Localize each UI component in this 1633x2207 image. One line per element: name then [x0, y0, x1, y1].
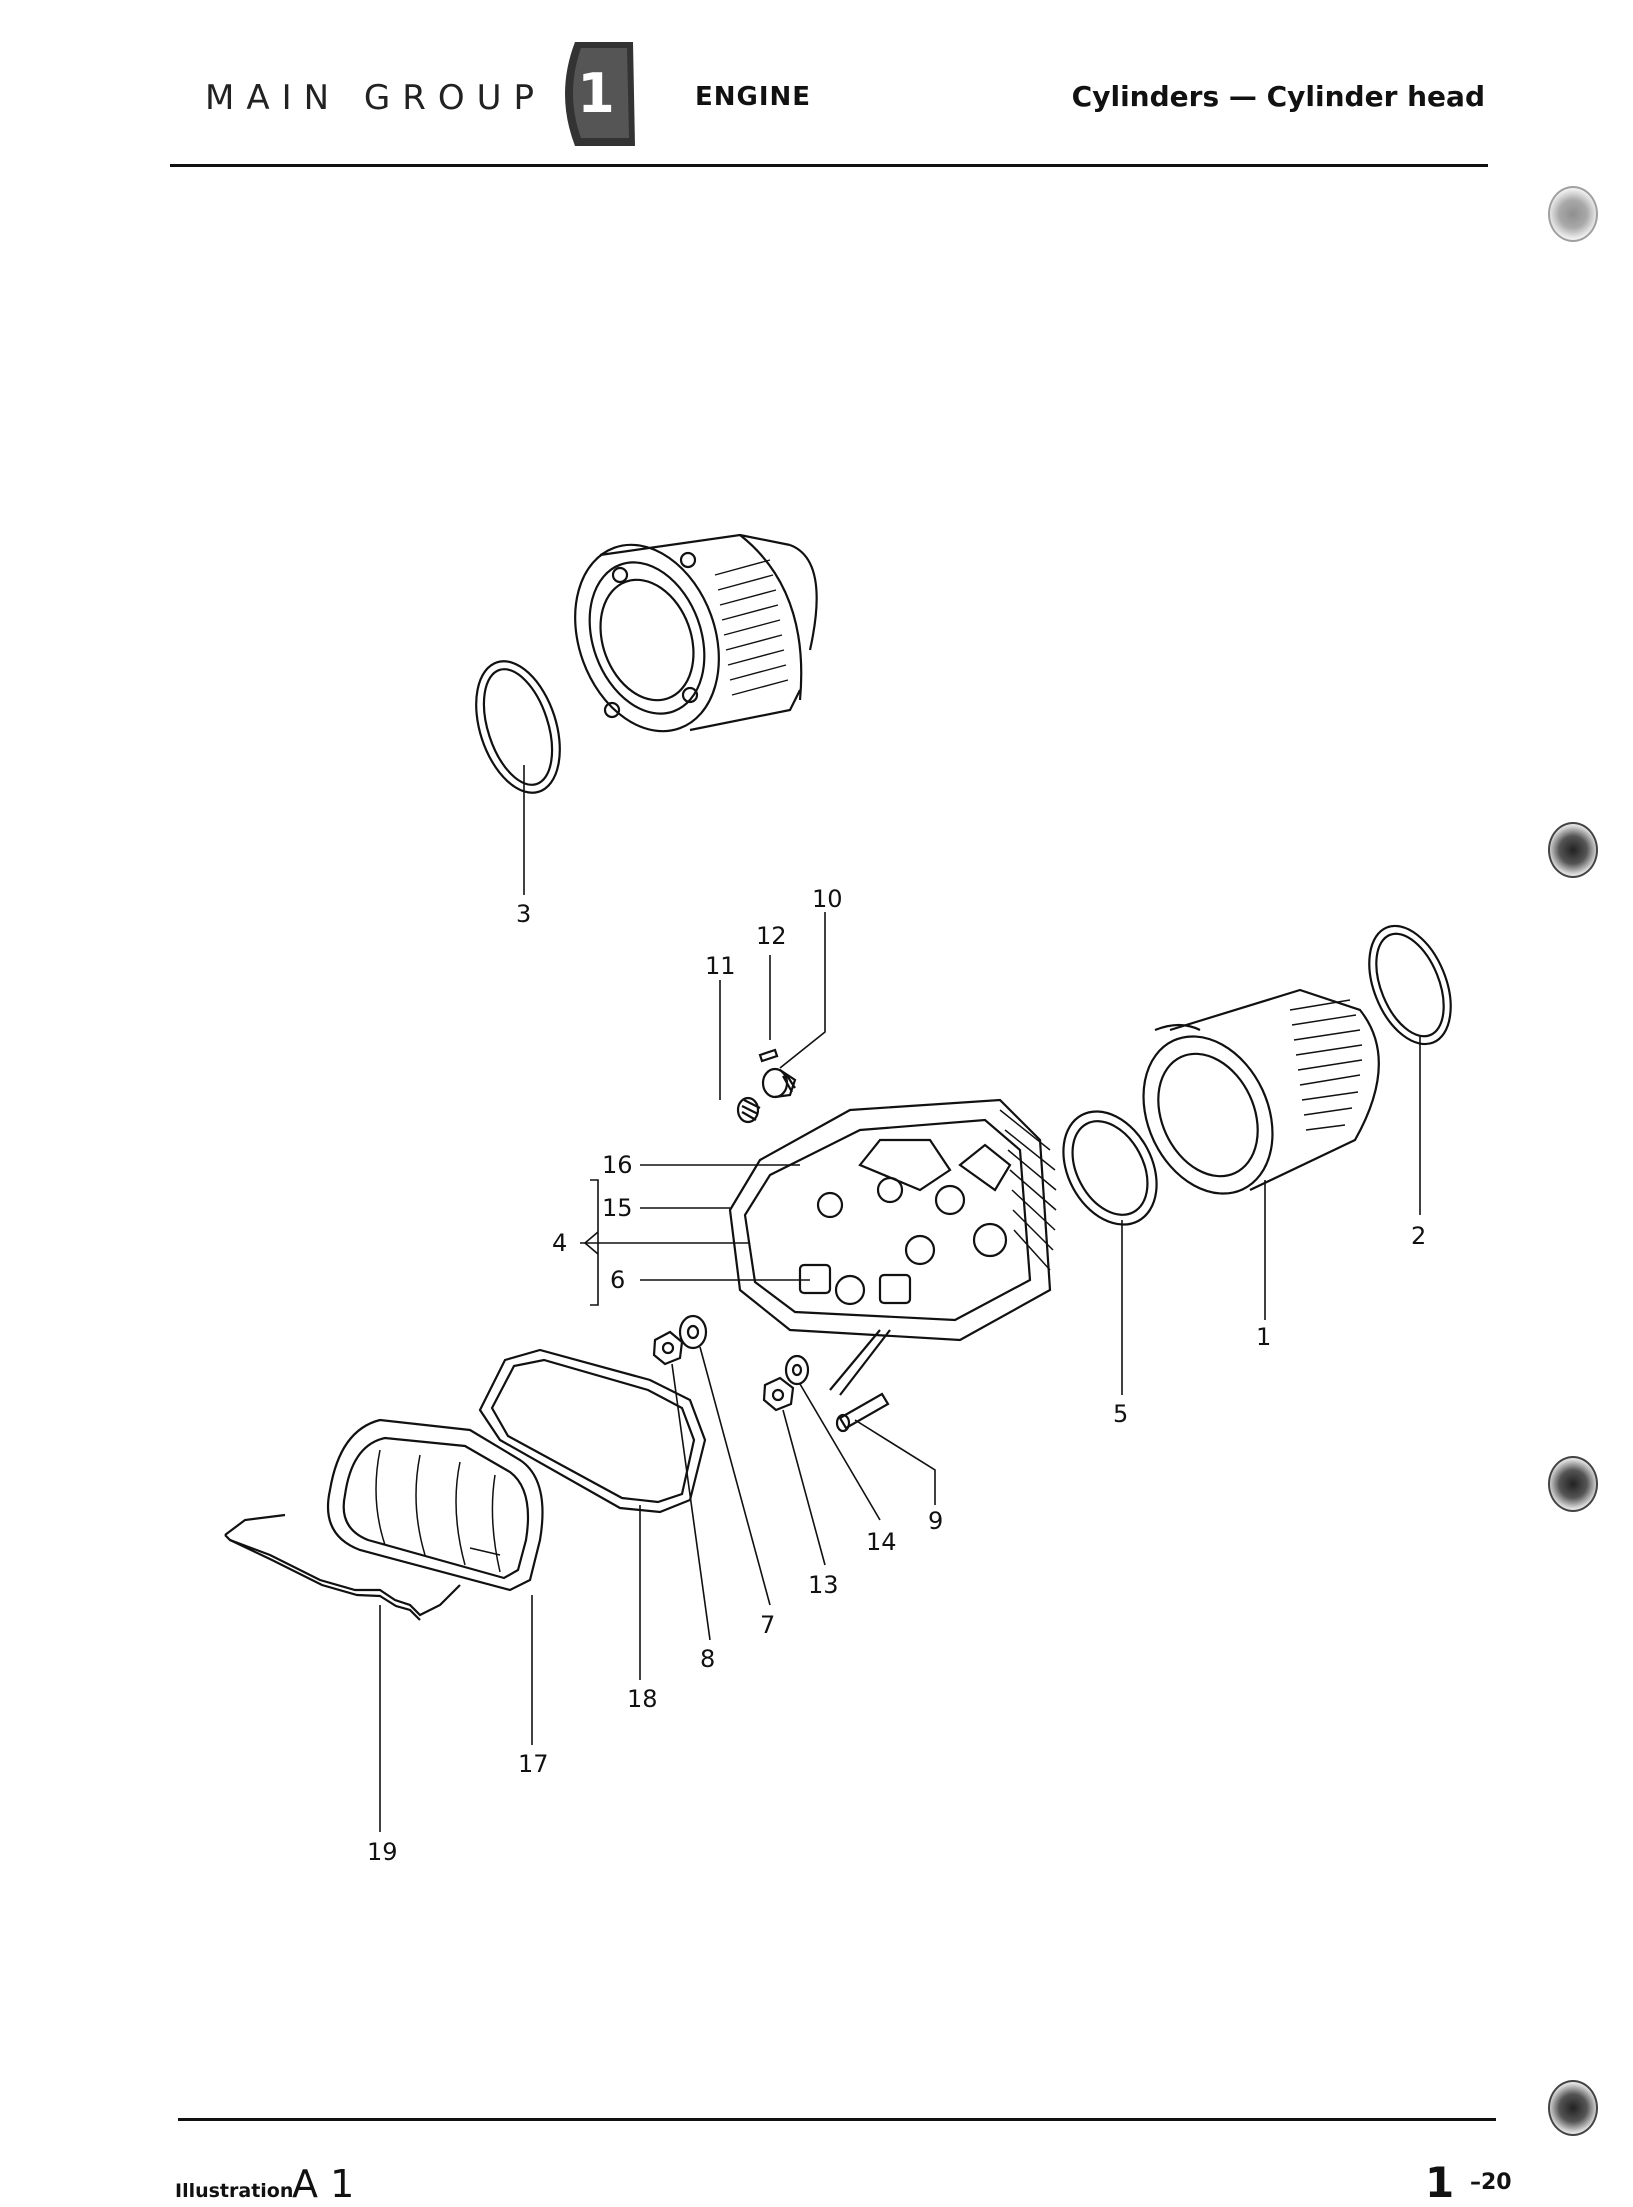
footer-rule	[178, 2118, 1496, 2121]
callout-5: 5	[1113, 1400, 1129, 1428]
washer-7	[678, 1314, 708, 1350]
illustration-code: A 1	[292, 2162, 355, 2206]
callout-19: 19	[367, 1838, 398, 1866]
callout-4: 4	[552, 1229, 568, 1257]
callout-3: 3	[516, 900, 532, 928]
pin-12	[758, 1048, 779, 1063]
callout-7: 7	[760, 1611, 776, 1639]
callout-18: 18	[627, 1685, 658, 1713]
page-number-suffix: –20	[1470, 2170, 1512, 2195]
callout-12: 12	[756, 922, 787, 950]
callout-1: 1	[1256, 1323, 1272, 1351]
nut-13	[762, 1376, 795, 1412]
illustration-label: Illustration	[175, 2180, 294, 2202]
gasket-18	[478, 1348, 707, 1514]
seal-ring-2	[1368, 924, 1452, 1046]
callout-8: 8	[700, 1645, 716, 1673]
fitting-10	[761, 1067, 797, 1099]
cylinder-1	[1142, 988, 1380, 1195]
seal-ring-3	[475, 660, 561, 794]
group-number: 1	[577, 62, 615, 125]
callout-10: 10	[812, 885, 843, 913]
callout-11: 11	[705, 952, 736, 980]
section-title: ENGINE	[695, 82, 812, 112]
cylinder-head-4	[728, 1098, 1057, 1396]
stud-9	[835, 1392, 890, 1433]
callout-17: 17	[518, 1750, 549, 1778]
valve-cover-17	[326, 1418, 544, 1592]
gasket-5	[1062, 1110, 1158, 1226]
callout-2: 2	[1411, 1222, 1427, 1250]
main-group-label: MAIN GROUP	[205, 78, 546, 118]
binder-hole-2-icon	[1548, 822, 1598, 878]
callout-13: 13	[808, 1571, 839, 1599]
callout-6: 6	[610, 1266, 626, 1294]
group-badge-icon	[565, 42, 635, 146]
clip-19	[224, 1513, 461, 1621]
plug-11	[736, 1096, 761, 1124]
binder-hole-4-icon	[1548, 2080, 1598, 2136]
nut-8	[652, 1330, 684, 1366]
callout-16: 16	[602, 1151, 633, 1179]
page-subtitle: Cylinders — Cylinder head	[1071, 80, 1485, 113]
binder-hole-1-icon	[1548, 186, 1598, 242]
washer-14	[784, 1354, 810, 1386]
binder-hole-3-icon	[1548, 1456, 1598, 1512]
page-number: 1	[1425, 2158, 1455, 2207]
header-rule	[170, 164, 1488, 167]
cylinder-upper	[574, 533, 818, 733]
callout-15: 15	[602, 1194, 633, 1222]
callout-14: 14	[866, 1528, 897, 1556]
callout-9: 9	[928, 1507, 944, 1535]
